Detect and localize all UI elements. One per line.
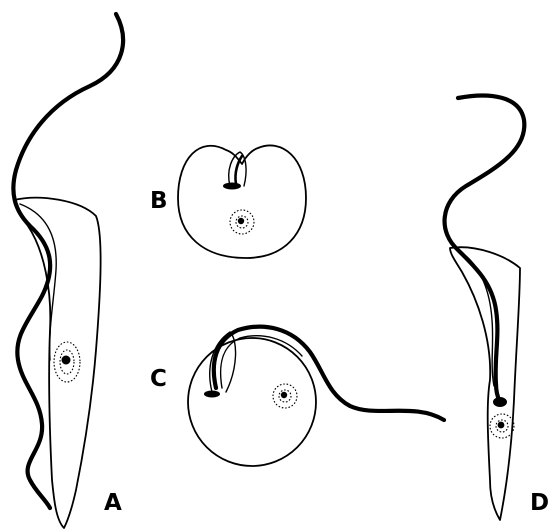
panel-d-kinetoplast (493, 397, 507, 407)
panel-d-cell-body (450, 247, 520, 520)
panel-b-karyosome (238, 218, 244, 224)
panel-c-label: C (150, 366, 167, 392)
panel-c-kinetoplast (204, 391, 220, 398)
panel-d-epimastigote: D (445, 96, 550, 520)
panel-b-label: B (150, 188, 168, 214)
panel-b-cell-body (178, 145, 306, 258)
panel-c-spheromastigote: C (150, 327, 444, 466)
panel-c-karyosome (281, 392, 287, 398)
panel-b-kinetoplast (223, 183, 241, 190)
panel-a-trypomastigote: A (13, 14, 123, 528)
panel-c-cell-body (188, 338, 316, 466)
panel-b-amastigote: B (150, 145, 306, 258)
panel-d-karyosome (498, 422, 505, 429)
panel-d-label: D (530, 490, 549, 516)
panel-a-label: A (104, 490, 122, 516)
panel-a-karyosome (62, 356, 71, 365)
